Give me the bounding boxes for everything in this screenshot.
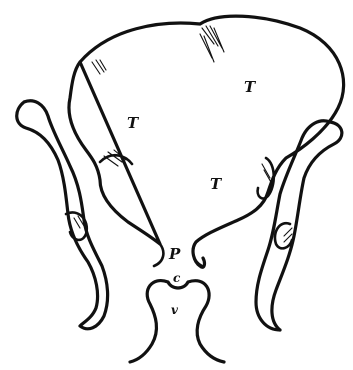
label-t-lower-right: T — [210, 175, 223, 193]
label-v: v — [171, 303, 179, 317]
lower-stem-outline — [130, 281, 224, 362]
peduncle-left-wall — [154, 244, 163, 266]
label-t-upper-right: T — [244, 78, 257, 96]
peduncle-right-wall — [193, 242, 202, 266]
label-c: c — [173, 271, 181, 285]
hatching-marks — [74, 26, 292, 242]
label-p: P — [168, 245, 181, 263]
lobed-mass-outline — [69, 16, 344, 267]
label-t-left: T — [127, 114, 140, 132]
right-bone-outline — [256, 121, 342, 330]
left-bone-outline — [17, 101, 108, 329]
